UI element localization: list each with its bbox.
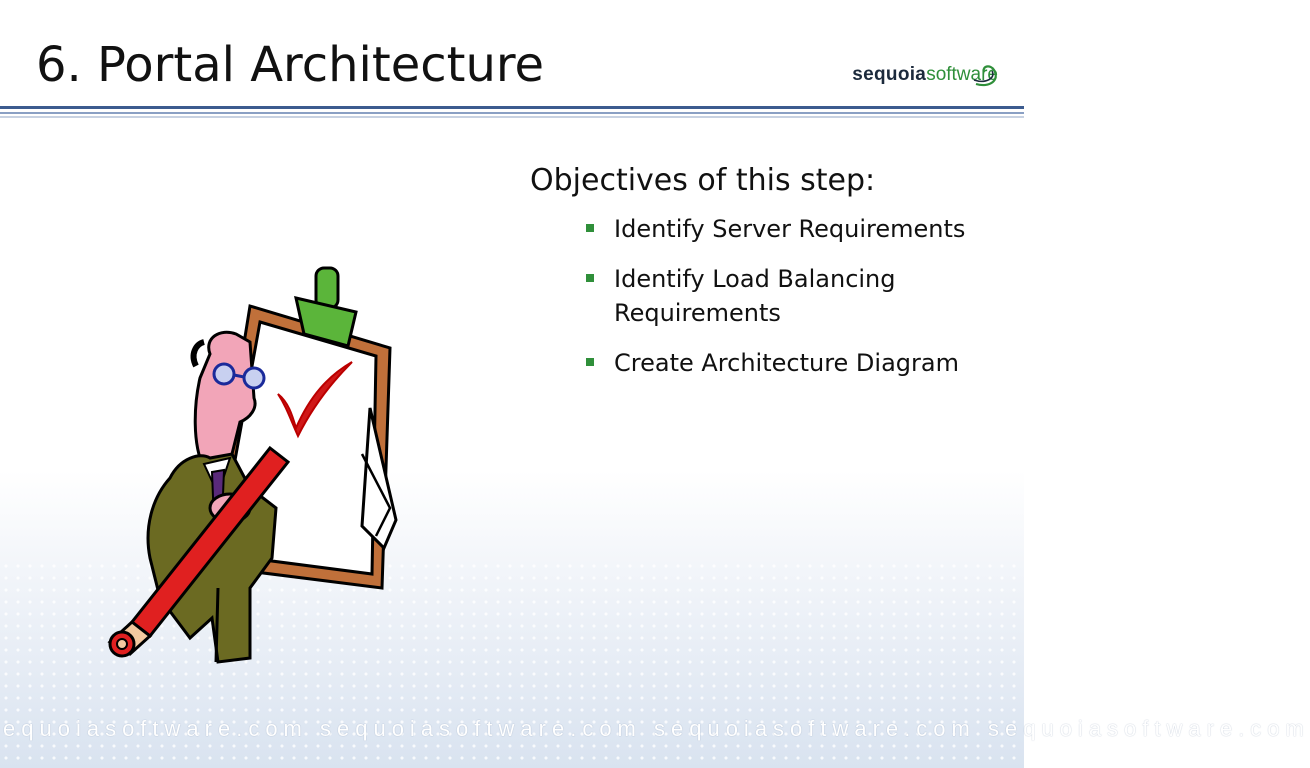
objectives-list: Identify Server Requirements Identify Lo… bbox=[530, 212, 1000, 380]
header-rule-dark bbox=[0, 106, 1024, 109]
square-bullet-icon bbox=[586, 358, 594, 366]
header-rule-light bbox=[0, 116, 1024, 118]
list-item: Identify Server Requirements bbox=[584, 212, 1000, 246]
logo-text-software: software bbox=[926, 64, 998, 85]
list-item: Create Architecture Diagram bbox=[584, 346, 1000, 380]
footer-watermark-text: sequoiasoftware.com sequoiasoftware.com … bbox=[0, 716, 1310, 741]
slide-title: 6. Portal Architecture bbox=[36, 37, 545, 93]
list-item-text: Identify Server Requirements bbox=[614, 215, 966, 243]
list-item-text: Identify Load Balancing Requirements bbox=[614, 265, 896, 327]
man-with-clipboard-checkmark-pencil-icon bbox=[107, 266, 398, 664]
header-rule-mid bbox=[0, 112, 1024, 114]
objectives-heading: Objectives of this step: bbox=[530, 163, 876, 198]
list-item: Identify Load Balancing Requirements bbox=[584, 262, 1000, 330]
logo-text-sequoia: sequoia bbox=[852, 64, 927, 85]
square-bullet-icon bbox=[586, 224, 594, 232]
footer-watermark: sequoiasoftware.com sequoiasoftware.com … bbox=[0, 716, 1304, 746]
objectives-section: Objectives of this step: Identify Server… bbox=[530, 160, 1000, 396]
logo-swoosh-icon bbox=[973, 65, 997, 87]
square-bullet-icon bbox=[586, 274, 594, 282]
list-item-text: Create Architecture Diagram bbox=[614, 349, 959, 377]
